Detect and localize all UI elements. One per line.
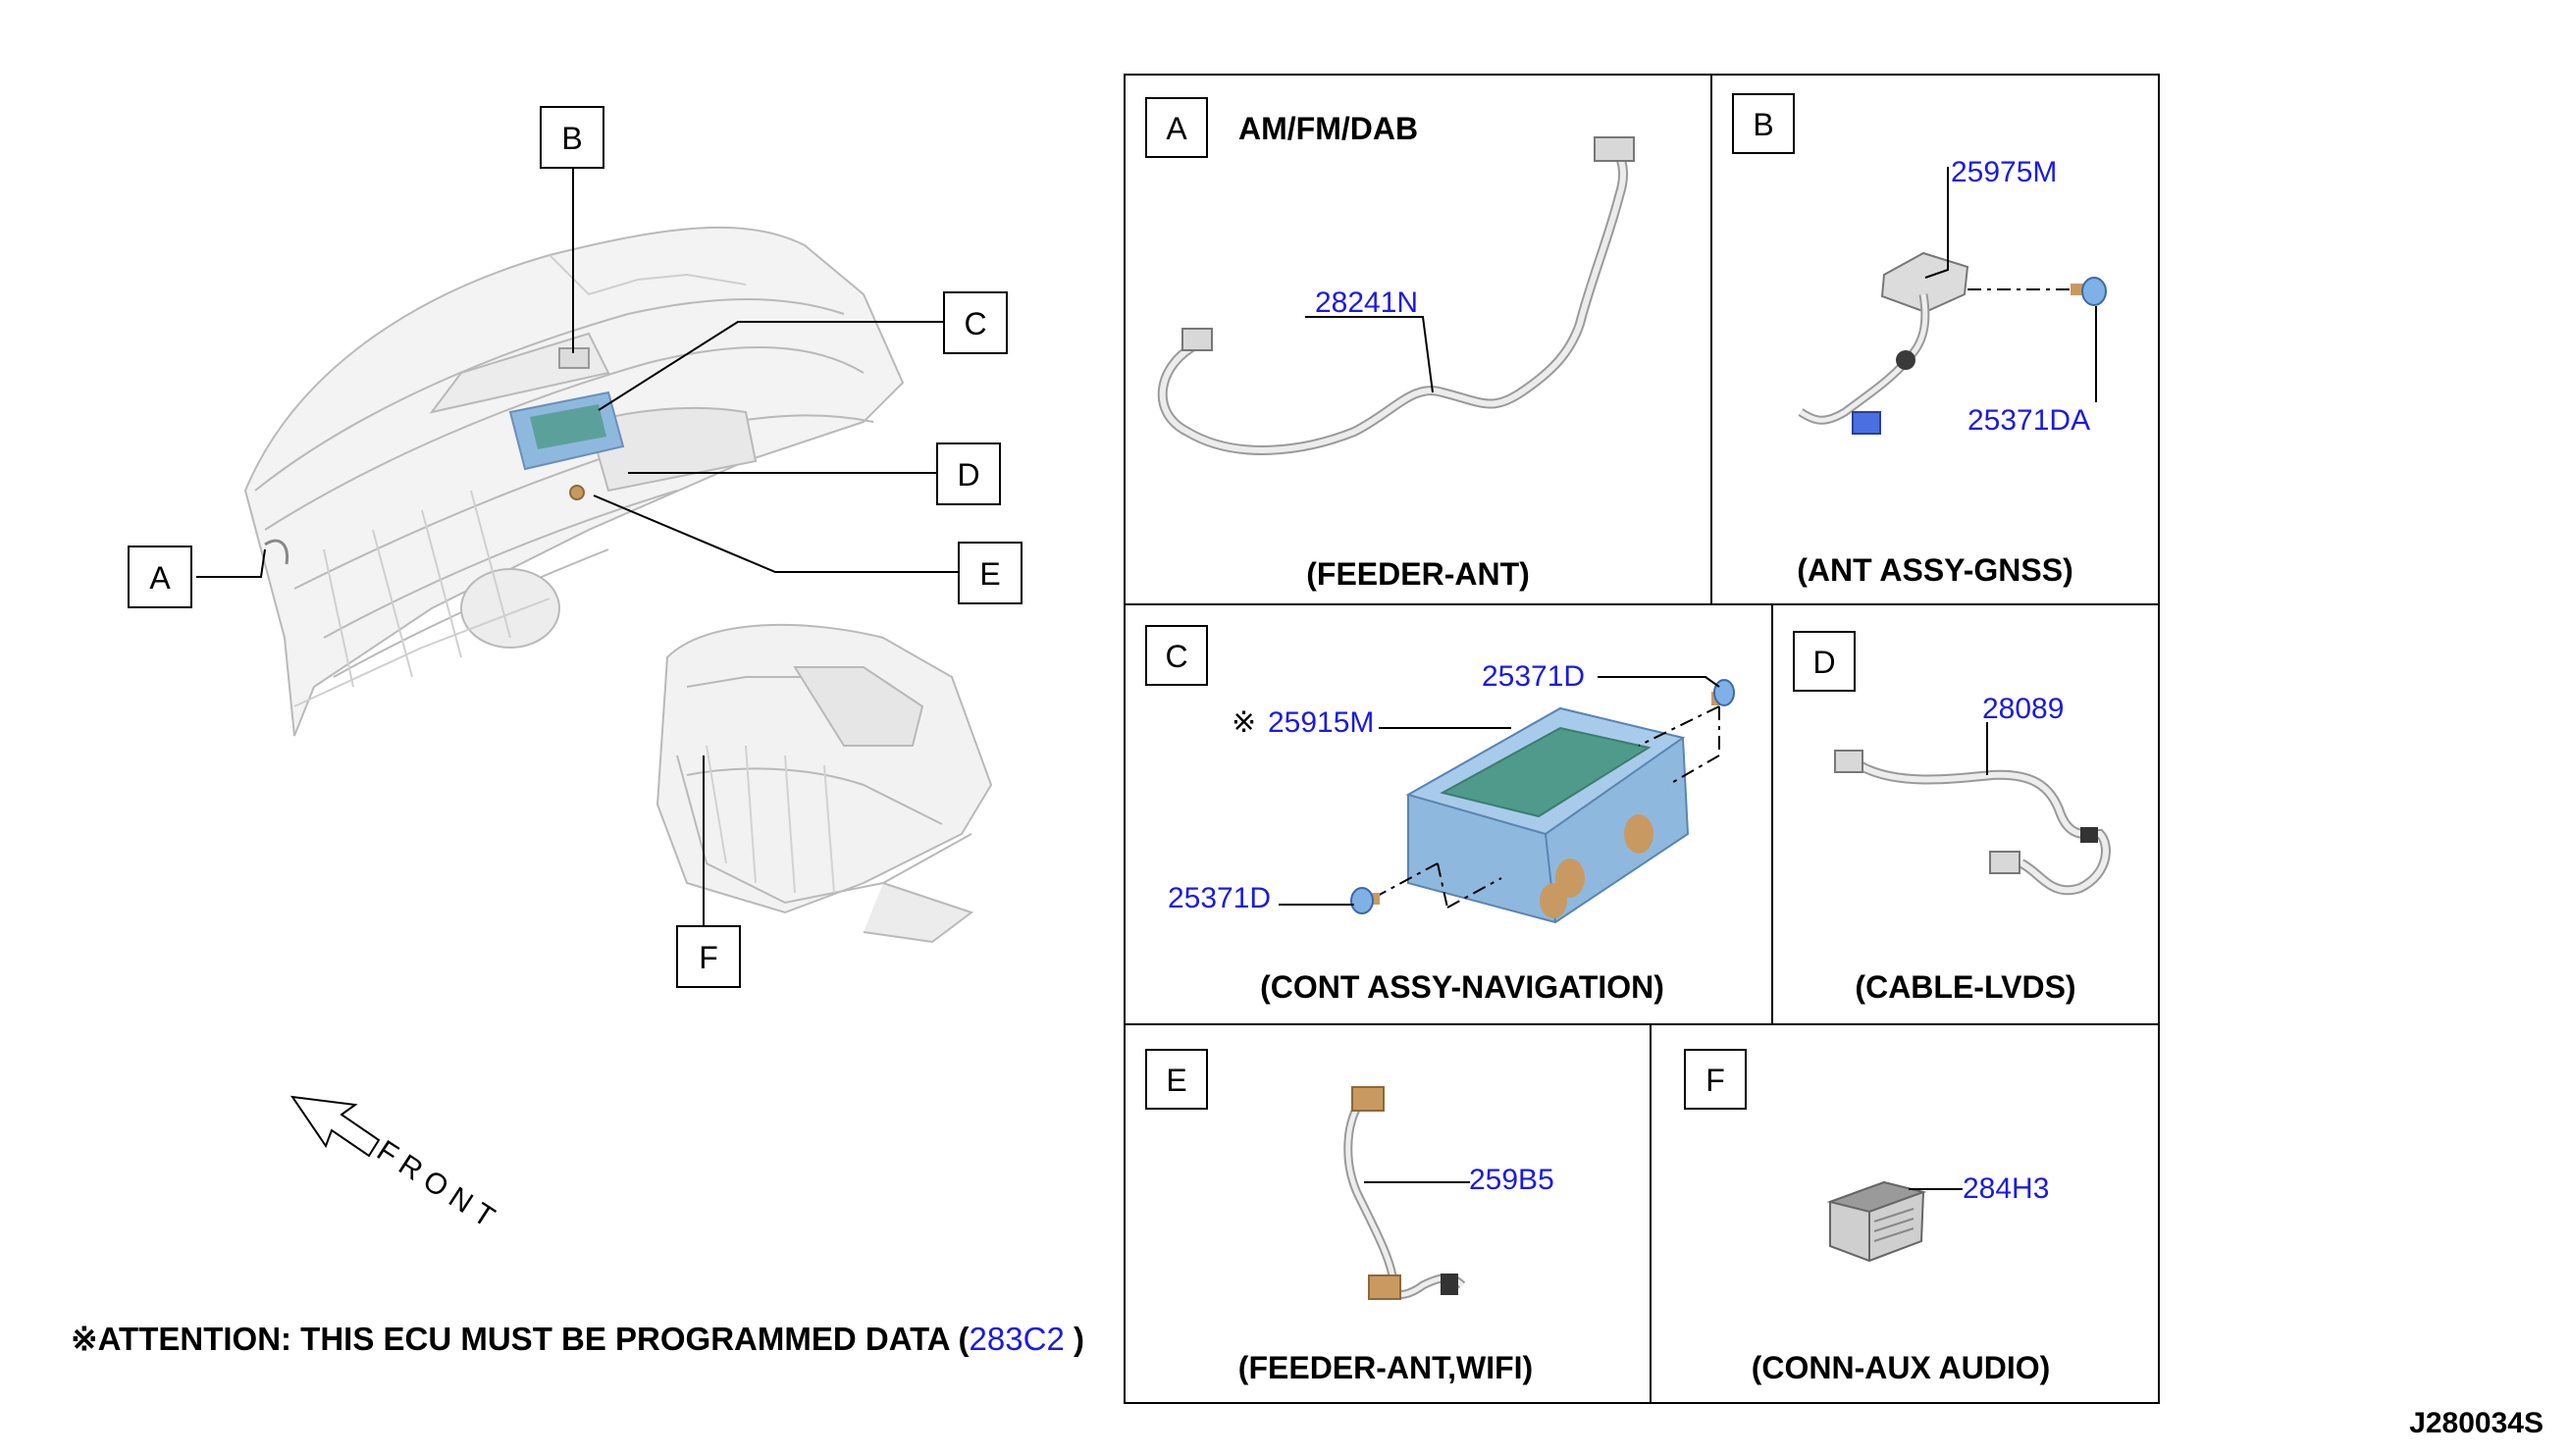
part-28089[interactable]: 28089: [1982, 693, 2064, 725]
attention-suffix: ): [1065, 1321, 1084, 1357]
panel-d-caption: (CABLE-LVDS): [1855, 969, 2075, 1005]
part-25371D-bottom[interactable]: 25371D: [1168, 882, 1271, 914]
panel-f: F 284H3 (CONN-AUX AUDIO): [1684, 1049, 2051, 1385]
callout-e[interactable]: E: [958, 542, 1023, 604]
feeder-ant-cable: [1157, 136, 1635, 455]
lvds-cable: [1834, 750, 2111, 896]
panel-f-letter: F: [1705, 1063, 1725, 1098]
bolt-25371D-bottom: [1350, 887, 1380, 914]
panel-c-letter-box: [1145, 625, 1208, 686]
panel-b-caption: (ANT ASSY-GNSS): [1797, 552, 2073, 588]
panel-f-caption: (CONN-AUX AUDIO): [1752, 1350, 2051, 1385]
panel-a-letter-box: [1145, 97, 1208, 158]
front-arrow-icon: [289, 1095, 381, 1158]
dashboard-assembly-illustration: [243, 226, 905, 737]
part-284H3[interactable]: 284H3: [1963, 1172, 2049, 1205]
callout-b[interactable]: B: [540, 106, 604, 169]
panel-a-letter: A: [1166, 111, 1187, 146]
part-25371D-top[interactable]: 25371D: [1482, 660, 1585, 693]
panel-b: B 25975M 25371DA (ANT ASSY-GNSS): [1732, 93, 2107, 588]
callout-f[interactable]: F: [676, 925, 741, 988]
front-label: FRONT: [371, 1134, 506, 1238]
panel-f-letter-box: [1684, 1049, 1747, 1110]
ecu-on-dashboard: [264, 347, 625, 565]
panel-a-subtitle: AM/FM/DAB: [1238, 111, 1418, 146]
panel-c: C 25371D ※ 25915M: [1145, 625, 1735, 1005]
feeder-ant-mini: [264, 539, 289, 565]
panel-b-letter-box: [1732, 93, 1795, 154]
navigation-ecu: [1405, 706, 1690, 924]
panel-e-letter: E: [1166, 1063, 1186, 1098]
drawing-id: J280034S: [2409, 1407, 2544, 1439]
program-mark: ※: [1232, 706, 1256, 739]
callout-d[interactable]: D: [936, 442, 1001, 505]
part-259B5[interactable]: 259B5: [1469, 1164, 1554, 1196]
feeder-wifi-mini: [569, 485, 585, 500]
svg-text:E: E: [979, 556, 1000, 592]
aux-audio-connector: [1826, 1180, 1927, 1263]
part-25371DA[interactable]: 25371DA: [1967, 404, 2090, 437]
panel-b-letter: B: [1753, 107, 1773, 142]
panel-a: A AM/FM/DAB 28241N (FEEDER-ANT): [1145, 97, 1635, 592]
panel-c-letter: C: [1165, 639, 1187, 674]
panel-d-letter: D: [1812, 645, 1835, 680]
attention-part-number[interactable]: 283C2: [970, 1321, 1065, 1357]
attention-mark: ※: [71, 1321, 98, 1357]
panel-e-caption: (FEEDER-ANT,WIFI): [1238, 1350, 1533, 1385]
svg-text:D: D: [957, 457, 979, 493]
svg-text:A: A: [149, 560, 171, 596]
panel-e: E 259B5 (FEEDER-ANT,WIFI): [1145, 1049, 1554, 1385]
panel-d: D 28089 (CABLE-LVDS): [1793, 631, 2111, 1005]
ecu-bolt-center-lines: [1373, 705, 1720, 909]
panel-d-letter-box: [1793, 631, 1856, 692]
overview-leader-lines: [196, 155, 959, 932]
svg-text:※ATTENTION: THIS ECU MUST BE P: ※ATTENTION: THIS ECU MUST BE PROGRAMMED …: [71, 1321, 1084, 1357]
part-25975M[interactable]: 25975M: [1951, 156, 2057, 188]
bolt-25371DA: [2071, 277, 2107, 306]
panel-c-caption: (CONT ASSY-NAVIGATION): [1260, 969, 1664, 1005]
callout-a[interactable]: A: [128, 546, 192, 608]
wifi-feeder-cable: [1343, 1086, 1466, 1300]
svg-text:C: C: [964, 306, 986, 341]
attention-text: ATTENTION: THIS ECU MUST BE PROGRAMMED D…: [98, 1321, 970, 1357]
attention-note: ※ATTENTION: THIS ECU MUST BE PROGRAMMED …: [71, 1321, 1084, 1357]
part-28241N[interactable]: 28241N: [1315, 286, 1418, 319]
center-console-illustration: [656, 623, 993, 944]
panel-e-letter-box: [1145, 1049, 1208, 1110]
svg-text:B: B: [561, 121, 582, 156]
parts-grid: [1124, 74, 2160, 1404]
gnss-antenna: [1798, 251, 1969, 435]
panel-a-caption: (FEEDER-ANT): [1306, 556, 1530, 592]
part-25915M[interactable]: 25915M: [1268, 706, 1374, 739]
svg-text:F: F: [699, 940, 718, 975]
callout-c[interactable]: C: [943, 291, 1008, 354]
